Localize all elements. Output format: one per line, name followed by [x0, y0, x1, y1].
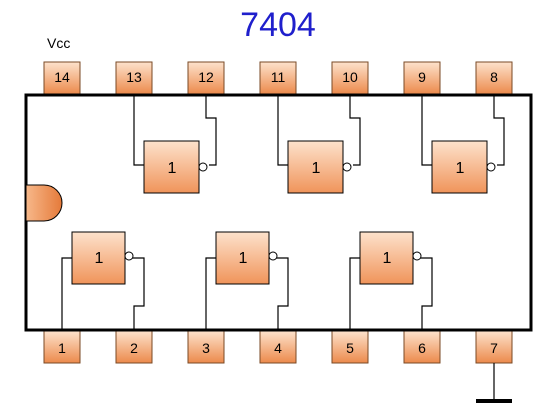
pin-label-5: 5 [346, 340, 354, 356]
pin-13: 13 [115, 61, 153, 95]
pin-11: 11 [259, 61, 297, 95]
pin-12: 12 [187, 61, 225, 95]
pin-1: 1 [43, 330, 81, 364]
pin-5: 5 [331, 330, 369, 364]
gate-label: 1 [239, 250, 248, 267]
gate-label: 1 [383, 250, 392, 267]
pin-8: 8 [475, 61, 513, 95]
gate-bottom-1: 1 [61, 231, 145, 330]
chip-title: 7404 [240, 6, 316, 44]
top-pins: 14 13 12 11 10 9 8 [43, 61, 513, 95]
pin-10: 10 [331, 61, 369, 95]
pin-label-1: 1 [58, 340, 66, 356]
pin-9: 9 [403, 61, 441, 95]
gate-top-1: 1 [133, 95, 217, 194]
bottom-pins: 1 2 3 4 5 6 7 [43, 330, 513, 364]
pin-label-6: 6 [418, 340, 426, 356]
gate-label: 1 [312, 160, 321, 177]
gate-top-3: 1 [421, 95, 505, 194]
gate-label: 1 [95, 250, 104, 267]
pin-2: 2 [115, 330, 153, 364]
vcc-label: Vcc [47, 35, 70, 51]
pin-14: 14 [43, 61, 81, 95]
pin-4: 4 [259, 330, 297, 364]
pin-label-11: 11 [271, 69, 286, 85]
pin-6: 6 [403, 330, 441, 364]
pin-label-2: 2 [130, 340, 138, 356]
pin-label-14: 14 [54, 69, 70, 85]
pin-label-3: 3 [202, 340, 210, 356]
gate-bottom-3: 1 [349, 231, 433, 330]
ground-symbol [476, 363, 512, 403]
pin-3: 3 [187, 330, 225, 364]
gate-label: 1 [168, 160, 177, 177]
pin-label-7: 7 [490, 340, 498, 356]
pin-label-12: 12 [198, 69, 214, 85]
pin-label-13: 13 [126, 69, 142, 85]
pin-label-10: 10 [342, 69, 358, 85]
pin-7: 7 [475, 330, 513, 364]
orientation-notch [25, 184, 63, 222]
pin-label-8: 8 [490, 69, 498, 85]
pin-label-4: 4 [274, 340, 282, 356]
gate-top-2: 1 [277, 95, 361, 194]
gate-label: 1 [456, 160, 465, 177]
gate-bottom-2: 1 [205, 231, 289, 330]
pin-label-9: 9 [418, 69, 426, 85]
